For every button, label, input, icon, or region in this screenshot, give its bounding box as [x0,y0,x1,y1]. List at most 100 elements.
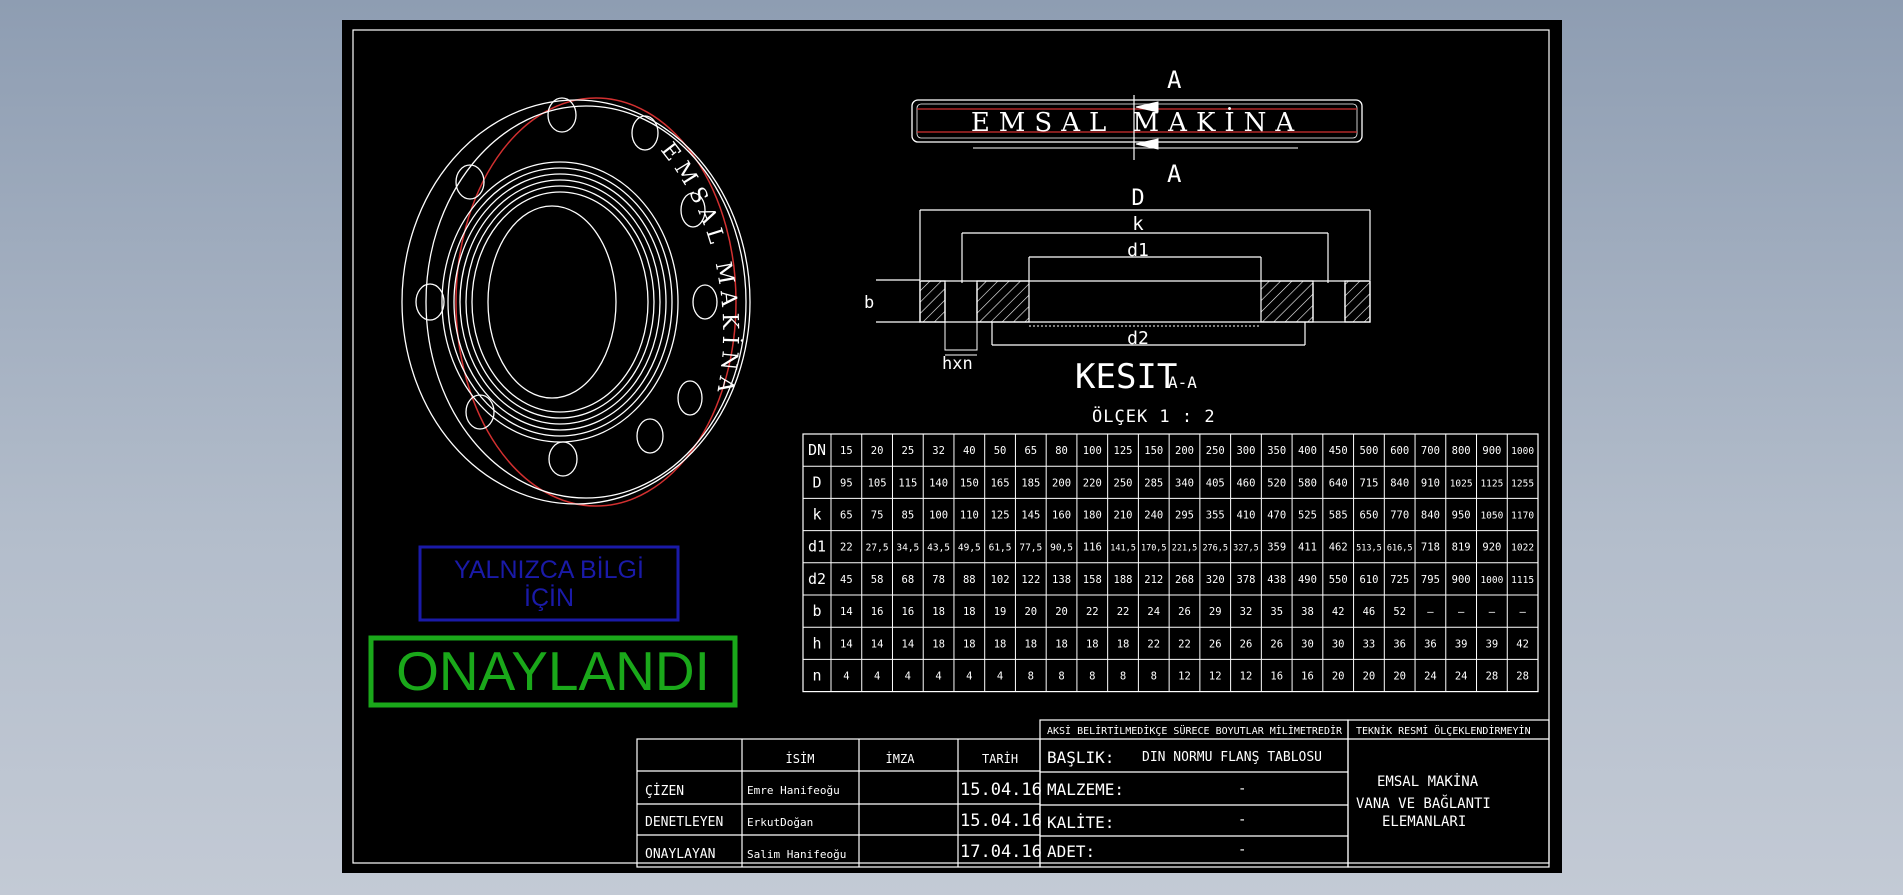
table-cell: 68 [902,574,915,586]
svg-text:İSİM: İSİM [786,751,815,766]
table-cell: 39 [1455,638,1468,650]
table-cell: 355 [1206,510,1225,522]
svg-text:k: k [1132,213,1144,235]
table-cell: 18 [963,638,976,650]
table-cell: 200 [1052,477,1071,489]
table-cell: 140 [929,477,948,489]
table-cell: 1125 [1480,478,1503,489]
table-cell: 18 [1055,638,1068,650]
table-row-key: d1 [808,538,826,556]
table-cell: 276,5 [1202,544,1228,554]
table-cell: 8 [1058,671,1064,683]
table-cell: 77,5 [1019,543,1042,554]
table-cell: 18 [1086,638,1099,650]
table-cell: 1115 [1511,575,1534,586]
svg-text:d2: d2 [1127,328,1149,349]
svg-text:-: - [1238,781,1246,797]
table-cell: 150 [1144,445,1163,457]
svg-text:VANA VE BAĞLANTI: VANA VE BAĞLANTI [1356,794,1491,812]
table-row-key: d2 [808,570,826,588]
sheet-border [352,29,1550,864]
section-brand-bar: EMSAL MAKİNA [911,99,1363,149]
table-cell: 58 [871,574,884,586]
table-cell: 8 [1089,671,1095,683]
svg-text:ÖLÇEK 1 : 2: ÖLÇEK 1 : 2 [1092,405,1216,427]
table-cell: 910 [1421,477,1440,489]
table-cell: 22 [840,542,853,554]
table-cell: 1170 [1511,511,1534,522]
table-cell: 4 [874,671,880,683]
table-cell: 115 [898,477,917,489]
svg-text:-: - [1238,842,1246,858]
svg-text:DENETLEYEN: DENETLEYEN [645,815,723,830]
table-cell: 24 [1147,606,1160,618]
table-cell: 45 [840,574,853,586]
table-cell: 405 [1206,477,1225,489]
table-cell: 36 [1393,638,1406,650]
table-cell: 25 [902,445,915,457]
table-cell: 800 [1452,445,1471,457]
table-cell: 160 [1052,510,1071,522]
info-only-stamp: YALNIZCA BİLGİ İÇİN [418,545,680,622]
table-cell: 1255 [1511,478,1534,489]
table-cell: 52 [1393,606,1406,618]
table-cell: 18 [994,638,1007,650]
drawing-sheet [342,20,1562,873]
table-cell: 22 [1178,638,1191,650]
svg-text:BAŞLIK:: BAŞLIK: [1047,748,1114,767]
table-cell: 32 [932,445,945,457]
table-cell: 65 [1024,445,1037,457]
table-cell: 20 [1363,671,1376,683]
table-cell: 525 [1298,510,1317,522]
table-cell: 268 [1175,574,1194,586]
table-cell: 30 [1301,638,1314,650]
table-cell: 85 [902,510,915,522]
svg-text:KALİTE:: KALİTE: [1047,813,1114,832]
table-cell: 500 [1359,445,1378,457]
svg-text:DIN NORMU FLANŞ TABLOSU: DIN NORMU FLANŞ TABLOSU [1142,750,1322,765]
title-block: İSİM İMZA TARİH ÇİZEN Emre Hanifeoğu 15.… [636,719,1550,868]
table-cell: 16 [1270,671,1283,683]
table-cell: 640 [1329,477,1348,489]
table-cell: 158 [1083,574,1102,586]
table-cell: 350 [1267,445,1286,457]
svg-text:TARİH: TARİH [982,751,1018,766]
table-cell: 4 [966,671,972,683]
table-cell: 50 [994,445,1007,457]
table-cell: 340 [1175,477,1194,489]
table-cell: 715 [1359,477,1378,489]
table-cell: 42 [1332,606,1345,618]
table-cell: 8 [1028,671,1034,683]
table-cell: 145 [1021,510,1040,522]
table-cell: 410 [1236,510,1255,522]
table-row-key: D [812,473,821,491]
table-cell: 840 [1390,477,1409,489]
table-cell: 14 [840,606,853,618]
table-cell: 40 [963,445,976,457]
svg-text:hxn: hxn [942,354,973,374]
table-cell: 24 [1455,671,1468,683]
bolt-holes [415,97,718,477]
svg-text:ÇİZEN: ÇİZEN [645,783,684,799]
svg-text:ADET:: ADET: [1047,842,1095,861]
table-cell: 1050 [1480,511,1503,522]
svg-text:TEKNİK RESMİ ÖLÇEKLENDİRMEYİN: TEKNİK RESMİ ÖLÇEKLENDİRMEYİN [1356,724,1531,737]
table-cell: 770 [1390,510,1409,522]
svg-text:15.04.16: 15.04.16 [960,780,1042,800]
table-cell: 22 [1086,606,1099,618]
table-cell: 12 [1178,671,1191,683]
table-cell: 122 [1021,574,1040,586]
table-cell: 580 [1298,477,1317,489]
table-cell: 520 [1267,477,1286,489]
table-cell: 250 [1206,445,1225,457]
table-cell: 42 [1516,638,1529,650]
table-cell: 18 [1117,638,1130,650]
table-cell: 188 [1114,574,1133,586]
section-view: D k d1 d2 b hxn [864,186,1371,374]
table-cell: 438 [1267,574,1286,586]
table-cell: 650 [1359,510,1378,522]
table-cell: 20 [1055,606,1068,618]
table-cell: 300 [1236,445,1255,457]
table-cell: 170,5 [1141,544,1167,554]
